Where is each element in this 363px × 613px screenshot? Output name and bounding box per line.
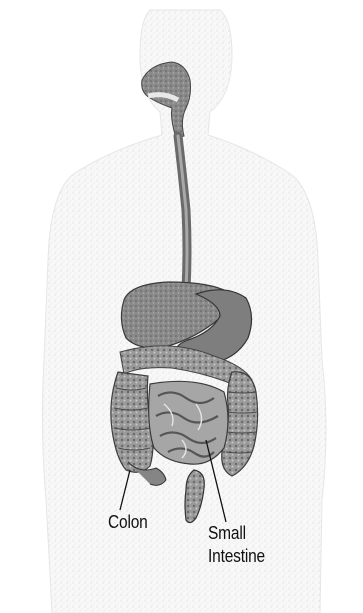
colon-label: Colon	[108, 512, 148, 532]
small-intestine-label-line2: Intestine	[208, 546, 265, 566]
small-intestine	[149, 381, 228, 464]
small-intestine-label-line1: Small	[208, 523, 246, 543]
